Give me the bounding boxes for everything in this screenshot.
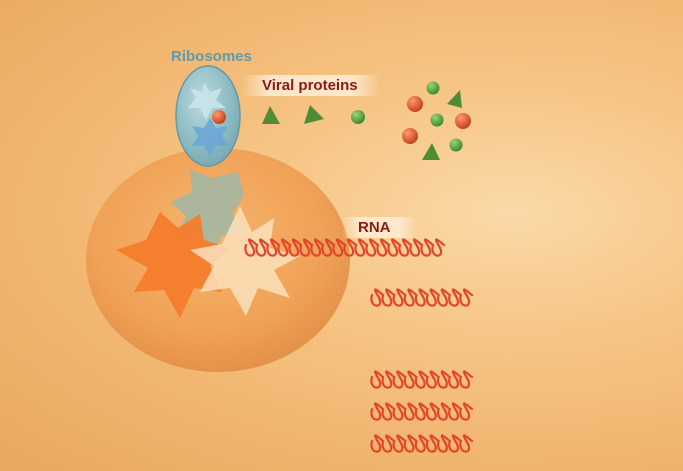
triangle-protein-icon [262, 106, 280, 124]
sphere-protein-icon [430, 113, 444, 127]
rna-coil-icon [370, 288, 474, 307]
sphere-protein-icon [407, 96, 423, 112]
sphere-protein-icon [212, 110, 226, 124]
rna-strands [244, 238, 474, 453]
rna-coil-icon [370, 434, 474, 453]
sphere-protein-icon [449, 138, 463, 152]
triangle-protein-icon [447, 90, 462, 108]
star-receptor-icon [192, 118, 230, 156]
viral-proteins-label: Viral proteins [242, 75, 380, 96]
rna-label: RNA [342, 217, 417, 238]
triangle-protein-icon [422, 143, 440, 160]
star-receptor-icon [188, 82, 226, 120]
sphere-protein-icon [351, 110, 365, 124]
sphere-protein-icon [402, 128, 418, 144]
sphere-protein-icon [426, 81, 440, 95]
rna-coil-icon [244, 238, 446, 257]
ribosomes-label: Ribosomes [171, 48, 252, 65]
triangle-protein-icon [304, 105, 324, 124]
rna-coil-icon [370, 370, 474, 389]
star-receptor-icon [190, 206, 300, 316]
rna-coil-icon [370, 402, 474, 421]
star-receptor-icon [116, 212, 230, 318]
sphere-protein-icon [455, 113, 471, 129]
